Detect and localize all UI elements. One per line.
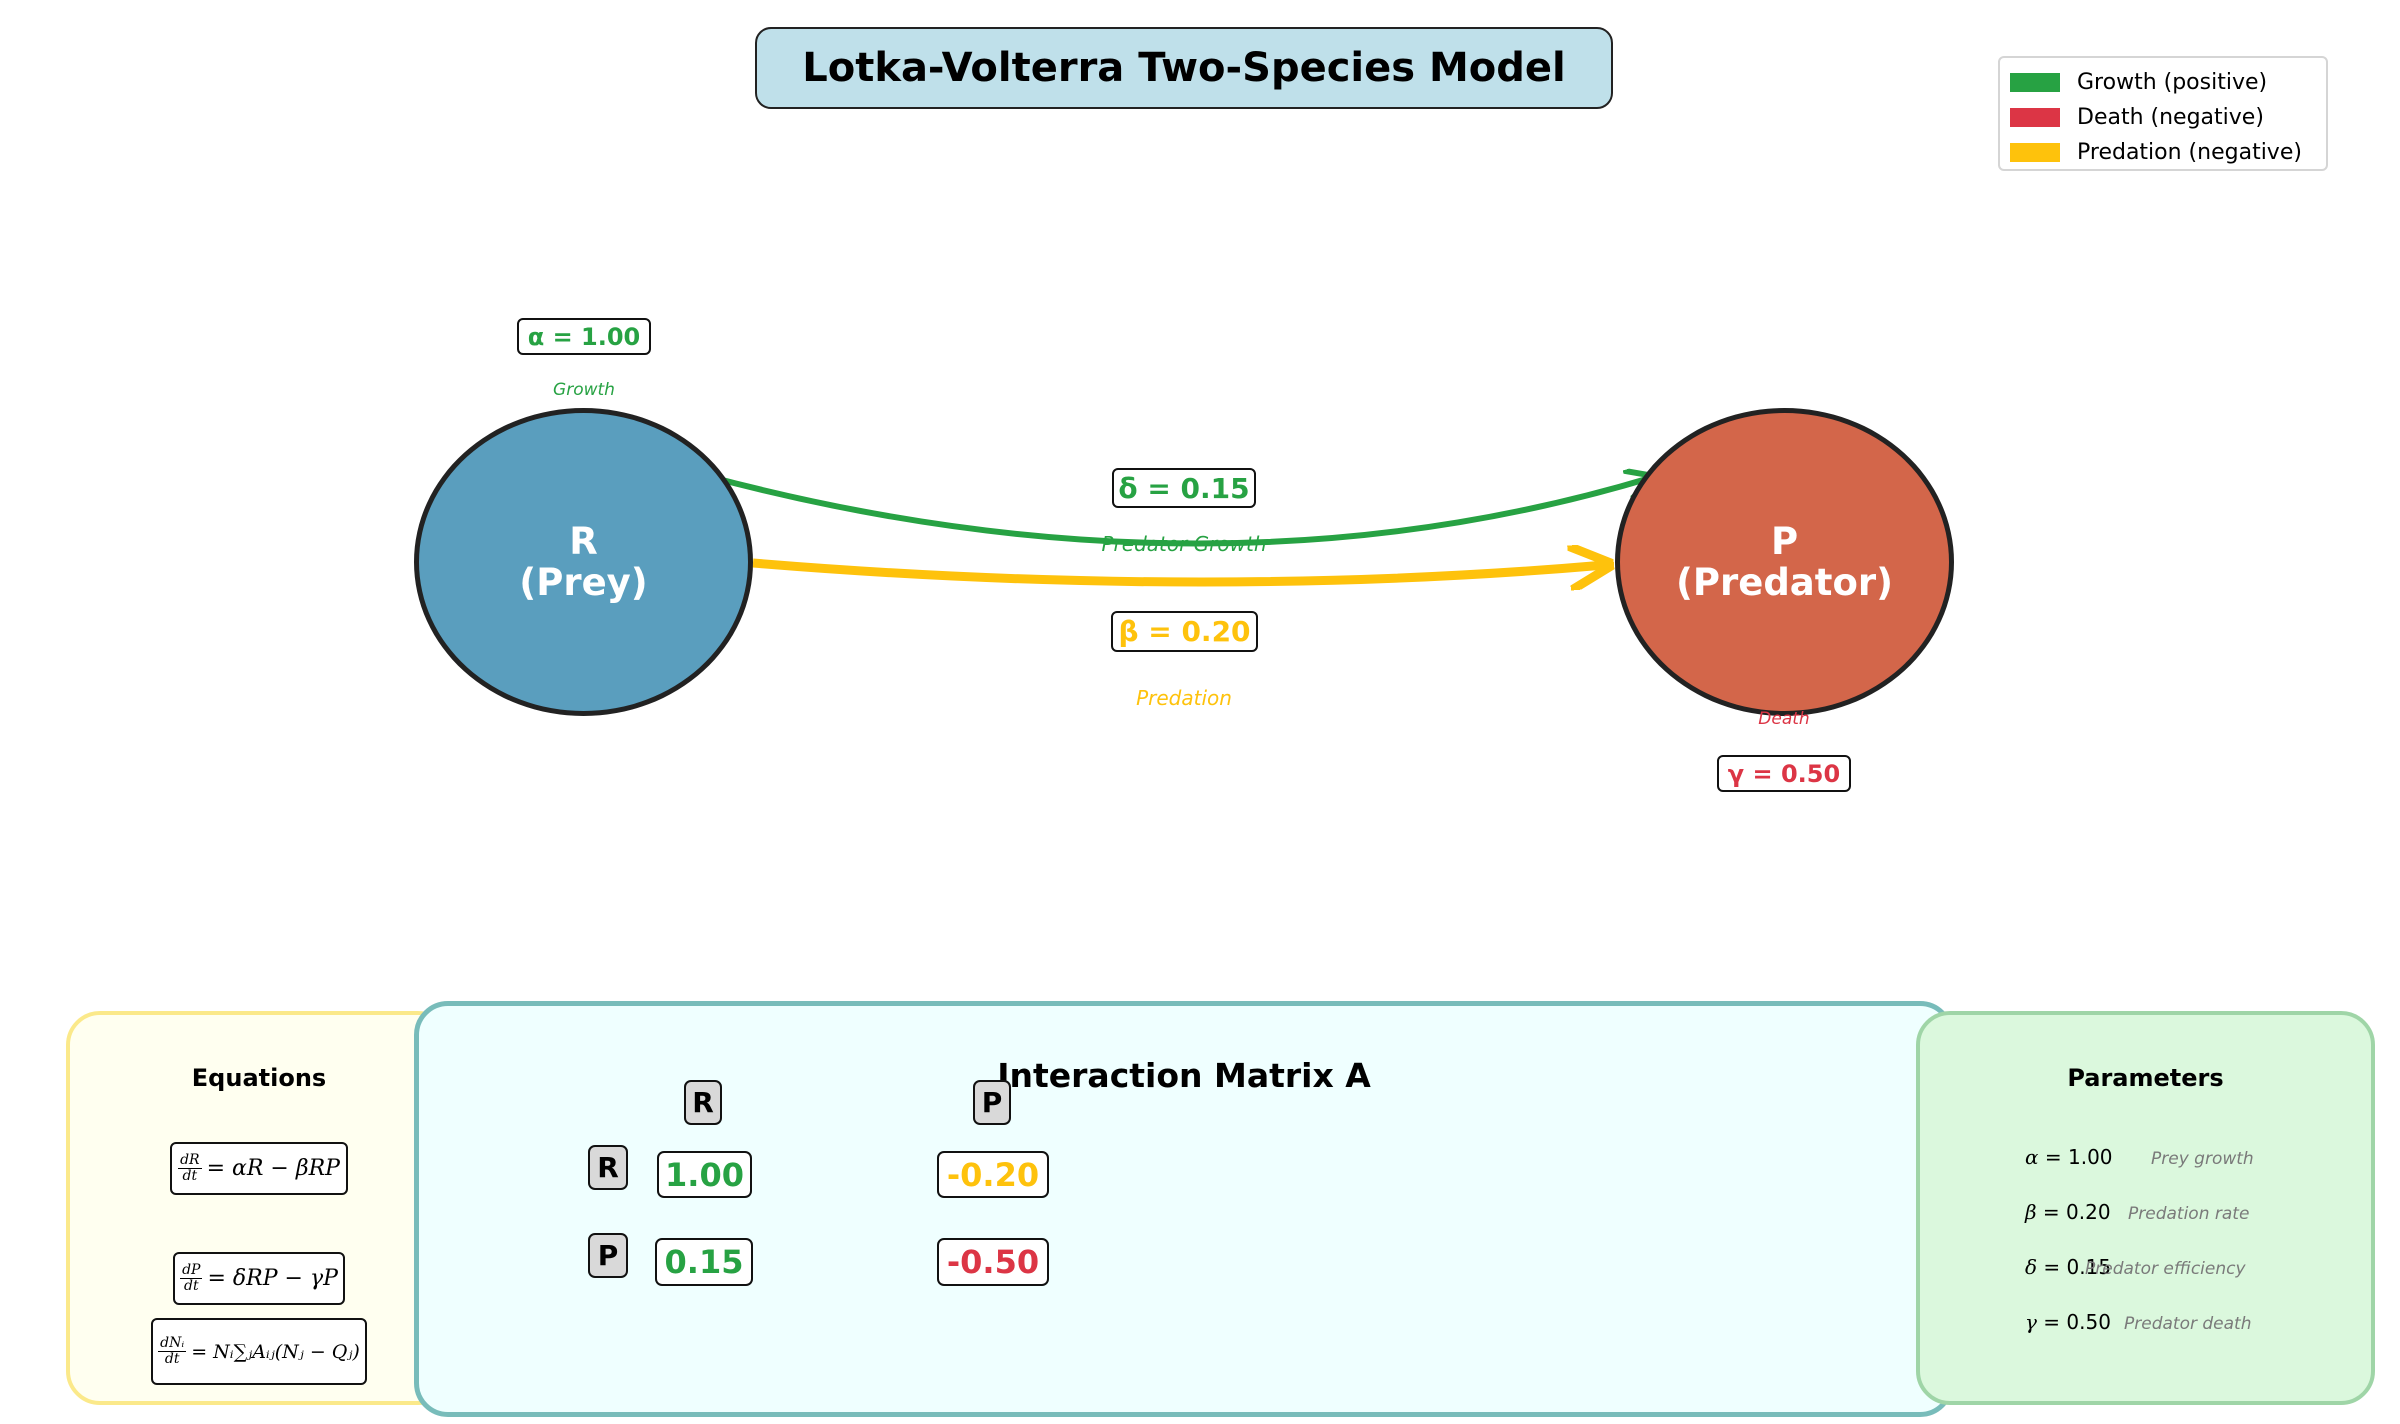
matrix-col-header-r: R xyxy=(684,1080,722,1125)
parameter-beta-desc: Predation rate xyxy=(2128,1204,2250,1224)
alpha-label: α = 1.00 xyxy=(517,318,651,355)
parameter-delta-desc: Predator efficiency xyxy=(2085,1259,2246,1279)
equation-predator-rhs: = δRP − γP xyxy=(207,1266,338,1291)
matrix-col-header-p: P xyxy=(973,1080,1011,1125)
matrix-cell-rp: -0.20 xyxy=(937,1151,1049,1198)
page-title: Lotka-Volterra Two-Species Model xyxy=(755,27,1613,109)
legend-item-growth: Growth (positive) xyxy=(2010,65,2326,100)
matrix-row-header-r: R xyxy=(588,1145,628,1190)
predation-arrow xyxy=(752,563,1605,582)
legend-item-death: Death (negative) xyxy=(2010,100,2326,135)
equation-predator: dP dt = δRP − γP xyxy=(173,1252,345,1305)
legend-swatch-growth xyxy=(2010,73,2060,92)
parameter-alpha: α = 1.00 xyxy=(2025,1145,2113,1169)
prey-node-symbol: R xyxy=(569,520,598,563)
predator-node-label: (Predator) xyxy=(1675,561,1894,604)
prey-node-label: (Prey) xyxy=(519,561,648,604)
parameter-gamma: γ = 0.50 xyxy=(2025,1310,2111,1334)
beta-label: β = 0.20 xyxy=(1111,611,1258,652)
equation-prey-rhs: = αR − βRP xyxy=(206,1156,340,1181)
parameter-delta: δ = 0.15 xyxy=(2025,1255,2112,1279)
interaction-matrix-panel xyxy=(414,1001,1954,1417)
legend: Growth (positive) Death (negative) Preda… xyxy=(1998,56,2328,171)
legend-label: Death (negative) xyxy=(2077,105,2264,130)
gamma-caption: Death xyxy=(1758,709,1810,729)
predator-growth-arrow xyxy=(706,476,1650,547)
equation-general: dNᵢ dt = Nᵢ∑ⱼAᵢⱼ(Nⱼ − Qⱼ) xyxy=(151,1318,367,1385)
equations-title: Equations xyxy=(191,1064,327,1092)
parameters-title: Parameters xyxy=(2067,1064,2224,1092)
matrix-cell-pr: 0.15 xyxy=(655,1238,753,1286)
equation-prey: dR dt = αR − βRP xyxy=(170,1142,348,1195)
parameter-alpha-desc: Prey growth xyxy=(2151,1149,2254,1169)
legend-label: Growth (positive) xyxy=(2077,70,2268,95)
equation-general-derivative: dNᵢ dt xyxy=(158,1335,187,1367)
parameter-beta: β = 0.20 xyxy=(2025,1200,2111,1224)
alpha-caption: Growth xyxy=(553,380,615,400)
matrix-row-header-p: P xyxy=(588,1233,628,1278)
matrix-cell-rr: 1.00 xyxy=(657,1151,752,1198)
predator-node-symbol: P xyxy=(1770,520,1799,563)
predator-node: P (Predator) xyxy=(1615,408,1954,716)
equation-prey-derivative: dR dt xyxy=(178,1152,202,1184)
delta-label: δ = 0.15 xyxy=(1112,468,1256,508)
parameters-panel xyxy=(1916,1011,2375,1405)
matrix-cell-pp: -0.50 xyxy=(937,1238,1049,1286)
legend-item-predation: Predation (negative) xyxy=(2010,135,2326,170)
equation-predator-derivative: dP dt xyxy=(180,1262,203,1294)
interaction-matrix-title: Interaction Matrix A xyxy=(997,1056,1371,1095)
legend-label: Predation (negative) xyxy=(2077,140,2302,165)
gamma-label: γ = 0.50 xyxy=(1717,755,1851,792)
equation-general-rhs: = Nᵢ∑ⱼAᵢⱼ(Nⱼ − Qⱼ) xyxy=(191,1340,360,1363)
delta-caption: Predator Growth xyxy=(1101,532,1267,556)
legend-swatch-death xyxy=(2010,108,2060,127)
parameter-gamma-desc: Predator death xyxy=(2124,1314,2252,1334)
legend-swatch-predation xyxy=(2010,143,2060,162)
prey-node: R (Prey) xyxy=(414,408,753,716)
beta-caption: Predation xyxy=(1136,686,1232,710)
